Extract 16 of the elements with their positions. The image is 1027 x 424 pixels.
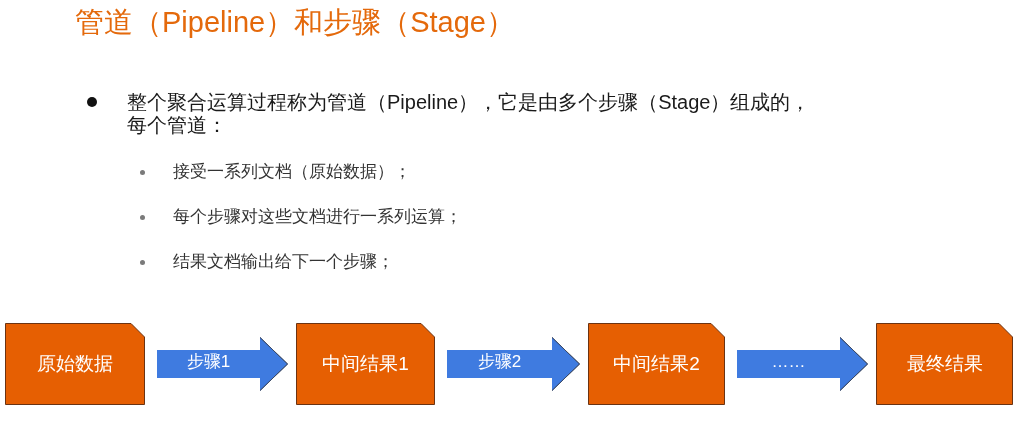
- box-label: 最终结果: [905, 352, 984, 376]
- bullet-text: 每个步骤对这些文档进行一系列运算；: [173, 206, 463, 228]
- box-label: 原始数据: [36, 352, 114, 376]
- bullet-text: 整个聚合运算过程称为管道（Pipeline），它是由多个步骤（Stage）组成的，每个管道：: [127, 91, 812, 137]
- bullet-text: 接受一系列文档（原始数据）；: [173, 161, 412, 183]
- edge-label: 步骤1: [185, 352, 232, 372]
- box-label: 中间结果1: [321, 352, 410, 376]
- data-box: [876, 323, 1013, 405]
- data-box: [296, 323, 435, 405]
- data-box: [588, 323, 725, 405]
- edge-label: ……: [770, 352, 807, 372]
- slide-title: 管道（Pipeline）和步骤（Stage）: [75, 5, 515, 39]
- box-label: 中间结果2: [612, 352, 701, 376]
- edge-label: 步骤2: [476, 352, 523, 372]
- data-box: [5, 323, 145, 405]
- bullet-text: 结果文档输出给下一个步骤；: [173, 251, 395, 273]
